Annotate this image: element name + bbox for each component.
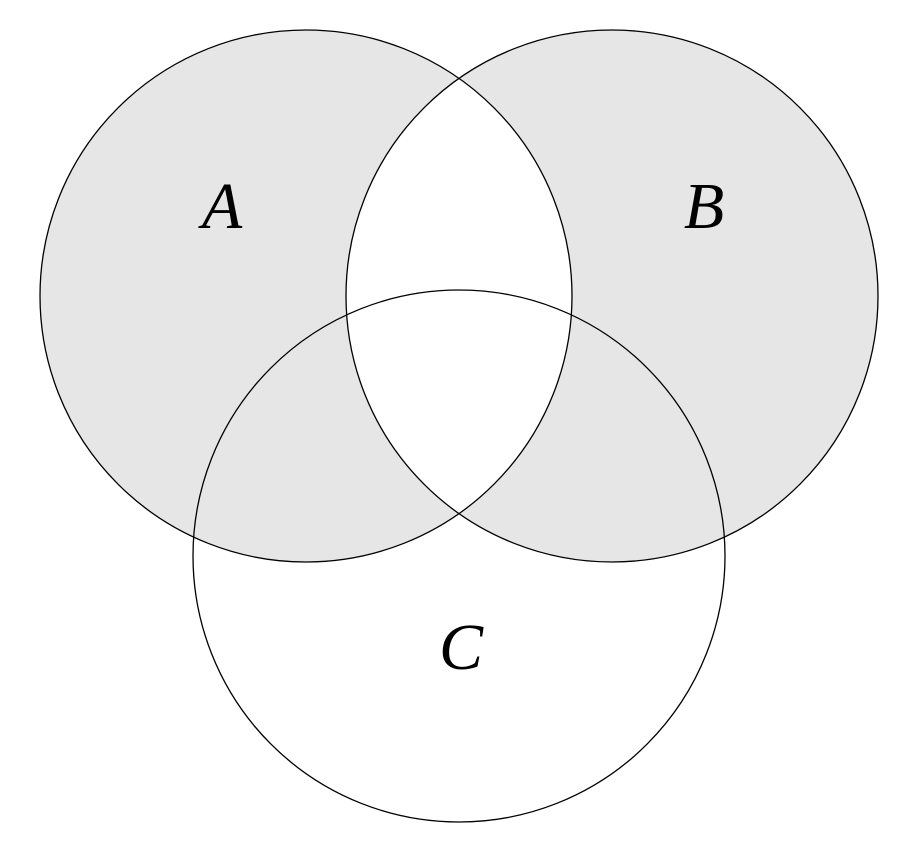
set-c-label: C (439, 611, 484, 684)
a-intersect-b-white-region (346, 30, 572, 562)
circle-b-outline (345, 29, 879, 563)
set-a-label: A (198, 170, 243, 243)
circle-a-outline (39, 29, 573, 563)
circle-c-outline (192, 289, 726, 823)
set-b-label: B (684, 170, 724, 243)
